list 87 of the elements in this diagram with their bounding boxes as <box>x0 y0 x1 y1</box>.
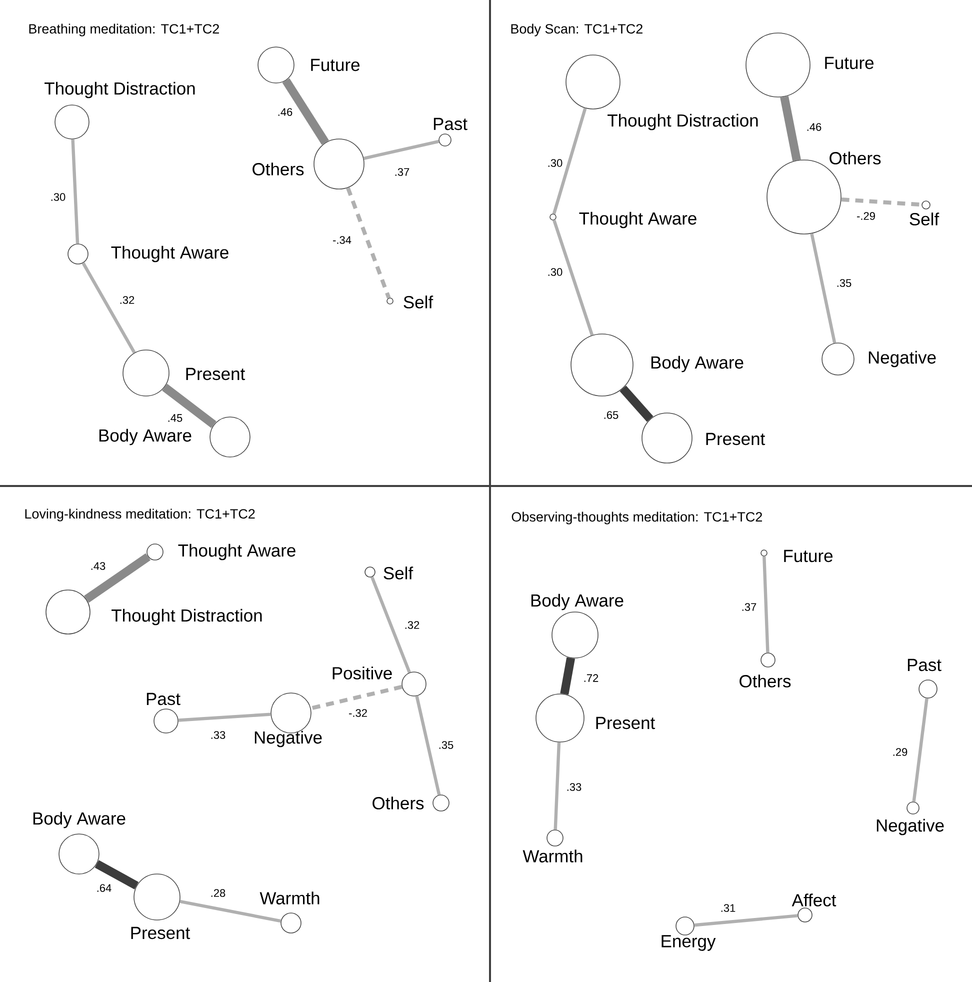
panel-title: Breathing meditation: TC1+TC2 <box>29 24 219 36</box>
edge-label: .37 <box>393 167 411 177</box>
edge-label: .29 <box>891 747 909 757</box>
node-label: Body Aware <box>33 812 126 828</box>
node-label: Thought Aware <box>579 212 696 228</box>
node-label: Self <box>384 566 414 580</box>
node-label: Past <box>146 692 180 706</box>
node-label: Past <box>908 658 942 672</box>
node-label: Thought Distraction <box>112 608 262 626</box>
edge-line <box>370 576 411 674</box>
edge-label: .32 <box>403 620 421 630</box>
node-label: Warmth <box>522 850 582 862</box>
node-label: Others <box>740 674 791 688</box>
edge-label: .33 <box>565 782 583 792</box>
edge-label: -.34 <box>332 235 352 245</box>
edge-line <box>560 657 576 695</box>
edge-line <box>71 139 80 244</box>
edge-line <box>363 140 440 160</box>
node-label: Negative <box>254 730 322 748</box>
edge-label: .28 <box>209 888 227 898</box>
node-label: Positive <box>332 666 392 680</box>
edge-line <box>552 108 587 214</box>
edge-line <box>554 742 561 830</box>
edge-label: .32 <box>118 295 136 305</box>
edge-label: .46 <box>805 122 823 132</box>
edge-label: .35 <box>835 278 853 288</box>
panel-title: Body Scan: TC1+TC2 <box>511 24 642 36</box>
edge-line <box>282 78 329 145</box>
edge-label: .33 <box>209 730 227 740</box>
node-label: Thought Aware <box>111 246 228 262</box>
node-label: Present <box>596 716 656 730</box>
node-label: Others <box>830 152 881 164</box>
edge-line <box>180 900 282 923</box>
node-label: Self <box>404 296 434 308</box>
node-label: Energy <box>662 935 716 951</box>
edge-label: .43 <box>89 561 107 571</box>
node-label: Future <box>825 56 874 70</box>
node-label: Others <box>252 162 304 176</box>
edge-label: .72 <box>582 673 600 683</box>
node-label: Negative <box>876 818 944 836</box>
panel-title: Loving-kindness meditation: TC1+TC2 <box>25 508 255 522</box>
node-label: Negative <box>868 350 936 368</box>
node-label: Warmth <box>260 892 320 904</box>
edge-line <box>620 386 654 422</box>
node-label: Thought Distraction <box>608 114 758 130</box>
edge-label: -.29 <box>856 211 876 221</box>
node-label: Body Aware <box>99 428 192 446</box>
node-label: Present <box>186 368 246 380</box>
node-label: Future <box>784 550 833 562</box>
node-label: Self <box>910 212 940 226</box>
node-label: Body Aware <box>651 356 744 372</box>
edge-line <box>94 860 139 890</box>
edge-label: .35 <box>437 740 455 750</box>
node-label: Present <box>706 432 766 446</box>
edge-line <box>82 262 136 354</box>
edge-label: .65 <box>602 410 620 420</box>
node-label: Affect <box>792 894 836 906</box>
node-label: Thought Distraction <box>44 82 195 98</box>
edge-label: .45 <box>166 413 184 423</box>
edge-label: .30 <box>49 192 67 202</box>
edge-line <box>310 684 402 710</box>
edge-label: .31 <box>719 903 737 913</box>
edge-label: .30 <box>546 158 564 168</box>
edge-line <box>694 914 798 927</box>
node-label: Thought Aware <box>178 544 296 560</box>
node-label: Body Aware <box>531 594 624 610</box>
edge-label: -.32 <box>348 708 368 718</box>
edge-line <box>810 233 836 344</box>
edge-line <box>762 556 770 653</box>
edge-line <box>780 96 801 162</box>
node-label: Future <box>311 58 360 72</box>
edge-line <box>84 553 150 603</box>
edge-line <box>178 712 271 722</box>
edge-line <box>162 384 216 428</box>
panel-title: Observing-thoughts meditation: TC1+TC2 <box>512 512 762 524</box>
edge-line <box>346 187 391 299</box>
edge-line <box>841 197 922 207</box>
node-label: Present <box>131 926 190 940</box>
node-label: Past <box>434 118 468 130</box>
edge-line <box>415 696 441 796</box>
edge-label: .30 <box>546 267 564 277</box>
edge-line <box>552 220 594 336</box>
node-label: Others <box>372 796 424 810</box>
edge-label: .64 <box>95 883 113 893</box>
edge-label: .46 <box>276 107 294 117</box>
edge-line <box>912 698 928 802</box>
edge-label: .37 <box>740 602 758 612</box>
